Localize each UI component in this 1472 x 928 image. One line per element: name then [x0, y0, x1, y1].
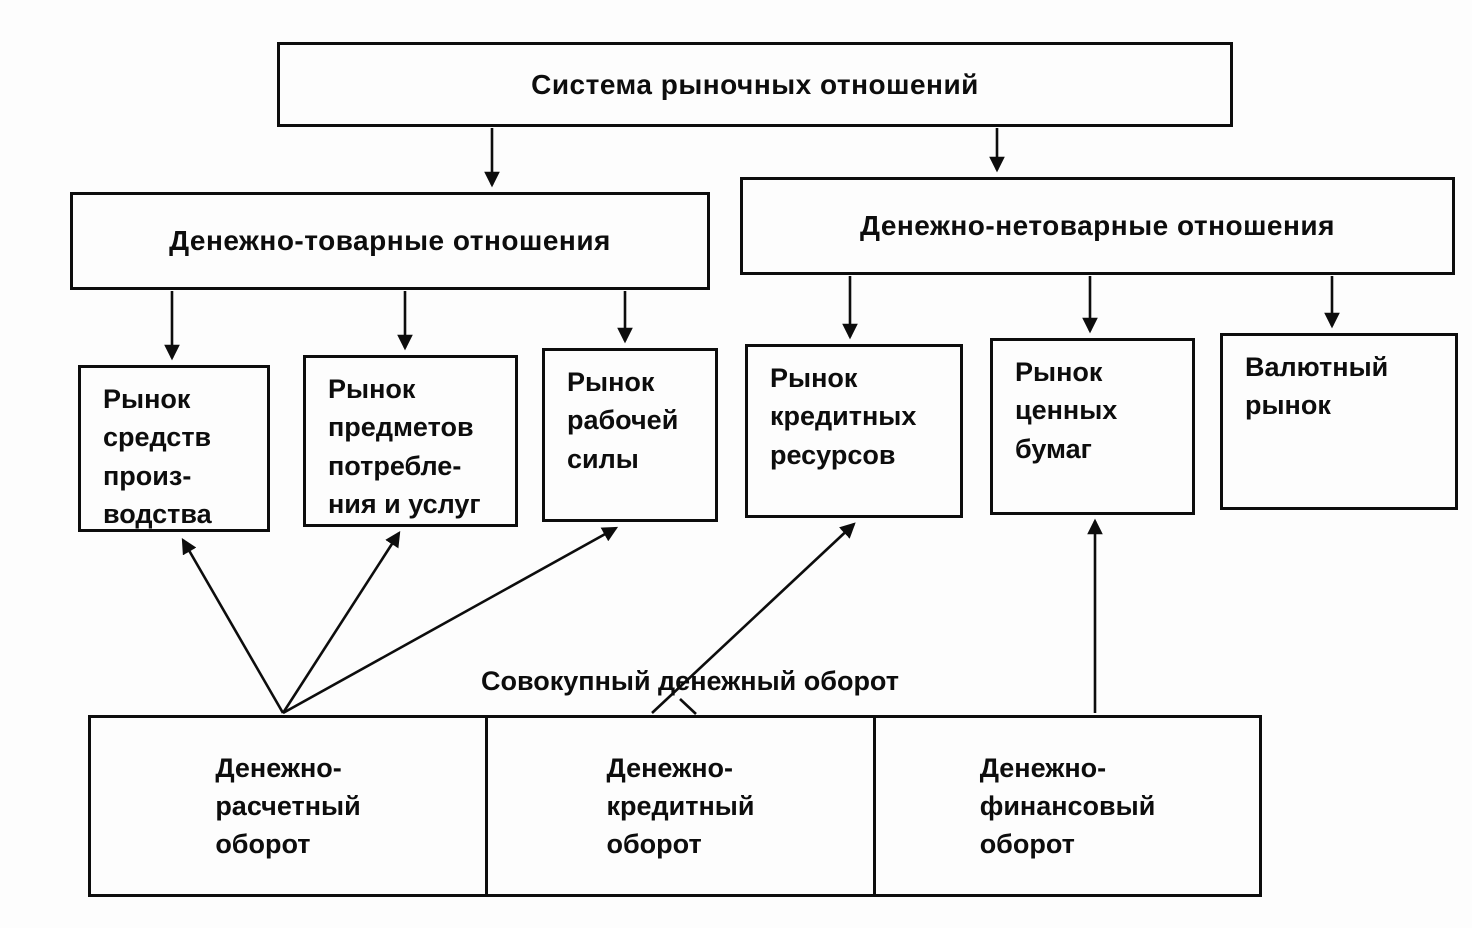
- node-money-noncommodity-relations: Денежно-нетоварные отношения: [740, 177, 1455, 275]
- node-market-labor: Рынок рабочей силы: [542, 348, 718, 522]
- node-market-consumer-goods: Рынок предметов потребле- ния и услуг: [303, 355, 518, 527]
- caption-label: Совокупный денежный оборот: [481, 666, 899, 696]
- node-money-commodity-relations: Денежно-товарные отношения: [70, 192, 710, 290]
- caption-connector-line: [679, 698, 697, 715]
- node-label: Денежно-товарные отношения: [169, 225, 611, 257]
- arrow-turnover-to-means-of-production: [181, 537, 285, 714]
- node-system-of-market-relations: Система рыночных отношений: [277, 42, 1233, 127]
- node-label: Денежно- кредитный оборот: [606, 752, 755, 860]
- node-market-means-of-production: Рынок средств произ- водства: [78, 365, 270, 532]
- node-label: Денежно- расчетный оборот: [215, 752, 361, 860]
- aggregate-money-turnover-caption: Совокупный денежный оборот: [440, 662, 940, 700]
- node-credit-turnover: Денежно- кредитный оборот: [485, 718, 873, 894]
- node-label: Рынок средств произ- водства: [103, 384, 212, 529]
- node-label: Денежно-нетоварные отношения: [860, 210, 1335, 242]
- arrow-turnover-to-consumer-goods: [281, 531, 401, 714]
- node-aggregate-money-turnover: Денежно- расчетный оборот Денежно- креди…: [88, 715, 1262, 897]
- node-label: Рынок кредитных ресурсов: [770, 363, 917, 470]
- node-settlement-turnover: Денежно- расчетный оборот: [91, 718, 485, 894]
- node-label: Валютный рынок: [1245, 352, 1389, 421]
- node-label: Рынок рабочей силы: [567, 367, 679, 474]
- node-label: Денежно- финансовый оборот: [979, 752, 1156, 860]
- node-currency-market: Валютный рынок: [1220, 333, 1458, 510]
- node-label: Рынок ценных бумаг: [1015, 357, 1118, 464]
- node-market-securities: Рынок ценных бумаг: [990, 338, 1195, 515]
- node-label: Рынок предметов потребле- ния и услуг: [328, 374, 481, 519]
- node-market-credit-resources: Рынок кредитных ресурсов: [745, 344, 963, 518]
- node-label: Система рыночных отношений: [531, 68, 979, 100]
- node-financial-turnover: Денежно- финансовый оборот: [873, 718, 1259, 894]
